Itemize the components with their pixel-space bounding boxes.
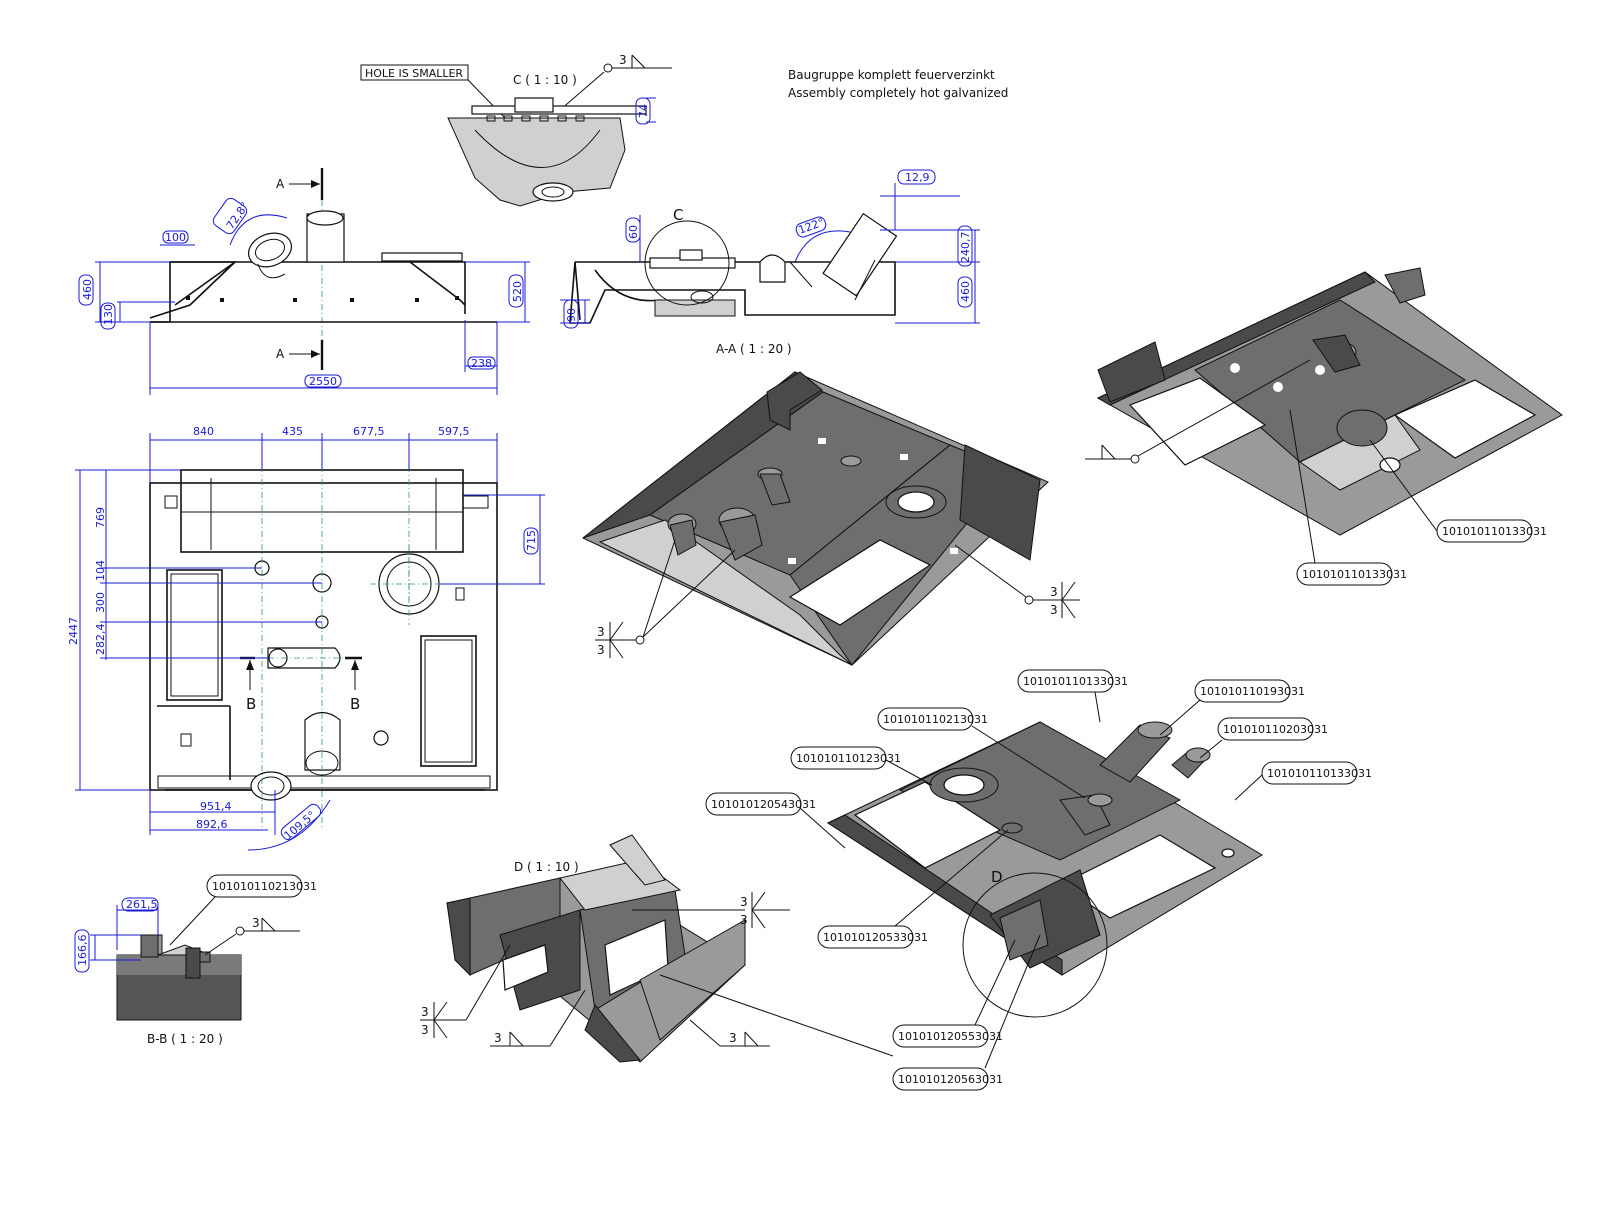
weld-d-bottom-left: 3 [494, 1031, 502, 1045]
dim-top-715: 715 [525, 530, 538, 551]
weld-d-left-top: 3 [421, 1005, 429, 1019]
detail-d-view: D ( 1 : 10 ) 3 3 3 3 3 3 [420, 834, 894, 1063]
detail-c-marker: C [673, 206, 683, 224]
weld-d-bottom-right: 3 [729, 1031, 737, 1045]
weld-iso1-right-top: 3 [1050, 585, 1058, 599]
section-b-right-letter: B [350, 695, 360, 713]
note-english: Assembly completely hot galvanized [788, 86, 1008, 100]
iso3-part-203031: 101010110203031 [1223, 723, 1328, 736]
section-b-left-letter: B [246, 695, 256, 713]
detail-d-title: D ( 1 : 10 ) [514, 860, 579, 874]
note-german: Baugruppe komplett feuerverzinkt [788, 68, 995, 82]
dim-top-300: 300 [94, 592, 107, 613]
section-aa-view: C 12,9 240,7 460 60 90 122° A-A ( 1 : 20… [560, 169, 980, 356]
section-bb-view: 261,5 166,6 101010110213031 3 B-B ( 1 : … [74, 874, 317, 1046]
weld-size-c: 3 [619, 53, 627, 67]
dim-top-840: 840 [193, 425, 214, 438]
dim-c-74: 74 [637, 104, 650, 118]
iso3-part-123031: 101010110123031 [796, 752, 901, 765]
hole-note-text: HOLE IS SMALLER [365, 67, 463, 80]
iso-view-top: D 101010110133031 101010110193031 101010… [705, 669, 1372, 1091]
dim-aa-90: 90 [565, 308, 578, 322]
iso3-part-563031: 101010120563031 [898, 1073, 1003, 1086]
iso2-part-label-bottom: 101010110133031 [1302, 568, 1407, 581]
weld-d-right-top: 3 [740, 895, 748, 909]
detail-c-title: C ( 1 : 10 ) [513, 73, 577, 87]
front-view: A A 460 130 100 [78, 168, 530, 395]
bb-part-label: 101010110213031 [212, 880, 317, 893]
dim-top-951: 951,4 [200, 800, 232, 813]
dim-top-597: 597,5 [438, 425, 470, 438]
dim-front-angle: 72,8° [224, 200, 252, 232]
iso3-part-133031-right: 101010110133031 [1267, 767, 1372, 780]
section-aa-title: A-A ( 1 : 20 ) [716, 342, 792, 356]
iso2-part-label-right: 101010110133031 [1442, 525, 1547, 538]
weld-iso1-right-bottom: 3 [1050, 603, 1058, 617]
section-a-bottom-letter: A [276, 347, 285, 361]
weld-iso1-left-bottom: 3 [597, 643, 605, 657]
iso3-part-553031: 101010120553031 [898, 1030, 1003, 1043]
dim-aa-240: 240,7 [959, 232, 972, 264]
hole-note-box [360, 64, 469, 81]
dim-front-238: 238 [471, 357, 492, 370]
dim-bb-166: 166,6 [76, 935, 89, 967]
dim-aa-460: 460 [959, 281, 972, 302]
dim-front-460: 460 [81, 279, 94, 300]
general-notes: Baugruppe komplett feuerverzinkt Assembl… [788, 68, 1008, 100]
weld-d-left-bottom: 3 [421, 1023, 429, 1037]
dim-top-104: 104 [94, 560, 107, 581]
iso-view-underside: 101010110133031 101010110133031 [1085, 267, 1563, 586]
dim-top-892: 892,6 [196, 818, 228, 831]
dim-top-677: 677,5 [353, 425, 385, 438]
dim-front-100: 100 [165, 231, 186, 244]
dim-top-435: 435 [282, 425, 303, 438]
iso3-part-193031: 101010110193031 [1200, 685, 1305, 698]
dim-top-282: 282,4 [94, 624, 107, 656]
weld-size-bb: 3 [252, 916, 260, 930]
section-bb-title: B-B ( 1 : 20 ) [147, 1032, 223, 1046]
iso3-part-533031: 101010120533031 [823, 931, 928, 944]
dim-front-520: 520 [511, 281, 524, 302]
section-a-top-letter: A [276, 177, 285, 191]
iso-view-main: 3 3 3 3 [582, 371, 1080, 666]
dim-front-130: 130 [102, 304, 115, 325]
weld-iso1-left-top: 3 [597, 625, 605, 639]
detail-c-view: HOLE IS SMALLER C ( 1 : 10 ) 3 74 [360, 53, 672, 207]
dim-front-2550: 2550 [309, 375, 337, 388]
weld-d-right-bottom: 3 [740, 913, 748, 927]
dim-aa-60: 60 [627, 225, 640, 239]
dim-top-769: 769 [94, 507, 107, 528]
iso3-part-213031: 101010110213031 [883, 713, 988, 726]
iso3-part-543031: 101010120543031 [711, 798, 816, 811]
detail-d-marker: D [991, 868, 1003, 886]
dim-aa-12-9: 12,9 [905, 171, 930, 184]
iso3-part-133031-top: 101010110133031 [1023, 675, 1128, 688]
top-view: B B 840 435 677,5 597,5 2447 769 104 300… [67, 425, 545, 851]
dim-top-2447: 2447 [67, 617, 80, 645]
dim-bb-261: 261,5 [126, 898, 158, 911]
